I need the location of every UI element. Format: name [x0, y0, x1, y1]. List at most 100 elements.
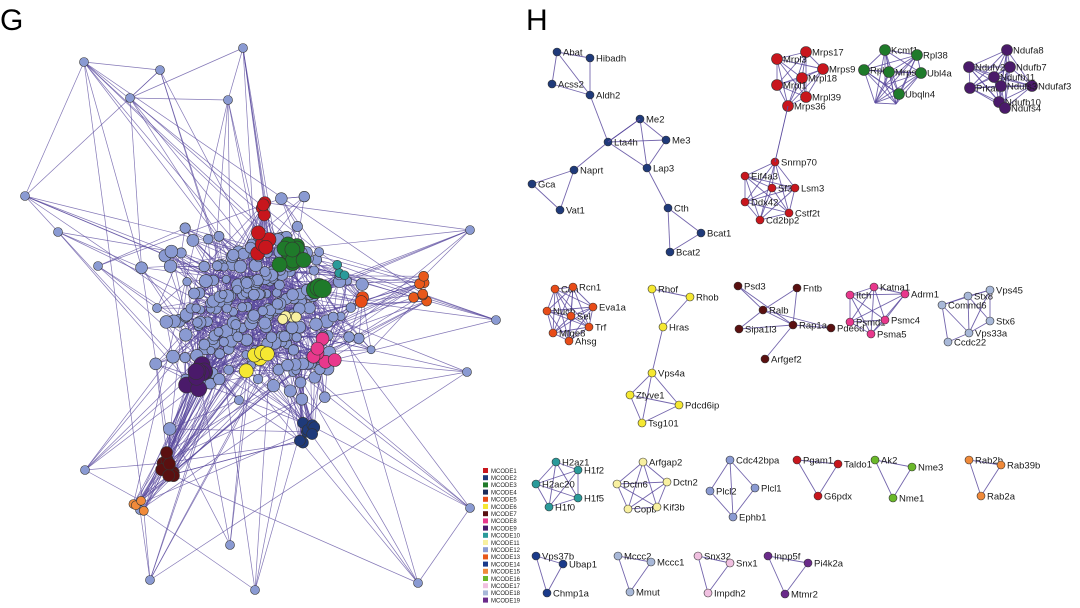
- network-node: [285, 321, 299, 335]
- network-node: [187, 363, 205, 380]
- node-label: Cd2bp2: [766, 216, 799, 227]
- network-node: [310, 341, 325, 356]
- network-node: [182, 277, 192, 287]
- network-node: [327, 353, 342, 367]
- cluster-edge: [764, 324, 794, 360]
- network-node: [163, 422, 177, 436]
- legend-swatch: [483, 532, 488, 538]
- cluster-edge: [627, 481, 668, 510]
- panel-h-letter: H: [526, 4, 548, 37]
- node-label: Bcat1: [707, 229, 731, 240]
- network-edge: [57, 231, 172, 252]
- node-label: Ndufv2: [975, 63, 1005, 74]
- node-label: Rpl: [870, 66, 884, 77]
- network-node: [247, 309, 260, 322]
- cluster-edge: [849, 294, 886, 321]
- node-label: Kif3b: [663, 503, 685, 514]
- node-label: Mrpl18: [808, 74, 837, 85]
- network-edge: [325, 319, 497, 363]
- network-edge: [156, 281, 188, 309]
- cluster-node: [685, 292, 695, 302]
- legend-label: MCODE11: [491, 541, 520, 547]
- network-edge: [84, 321, 208, 471]
- network-edge: [197, 370, 231, 546]
- network-edge: [83, 61, 142, 268]
- node-label: Lsm3: [801, 184, 824, 195]
- cluster-edge: [554, 288, 594, 308]
- cluster-node: [547, 79, 557, 89]
- cluster-node: [879, 44, 891, 56]
- network-edge: [83, 61, 423, 295]
- network-node: [294, 376, 307, 389]
- cluster-node: [784, 208, 794, 218]
- network-edge: [129, 97, 229, 101]
- cluster-edge: [759, 187, 773, 221]
- node-label: Hibadh: [596, 54, 626, 65]
- cluster-edge: [535, 483, 550, 508]
- cluster-node: [995, 80, 1007, 92]
- cluster-node: [705, 486, 715, 496]
- node-label: Pdcd6ip: [685, 401, 719, 412]
- node-label: Vps4a: [658, 369, 686, 380]
- network-edge: [314, 275, 424, 290]
- network-node: [152, 303, 162, 313]
- network-node: [290, 311, 302, 323]
- node-label: Sf3b: [778, 184, 798, 195]
- cluster-edge: [535, 469, 579, 485]
- legend-label: MCODE19: [491, 598, 521, 604]
- legend-swatch: [483, 518, 488, 524]
- network-node: [259, 266, 271, 277]
- node-label: Sel: [577, 312, 591, 323]
- network-edge: [84, 371, 197, 471]
- node-label: Lap3: [653, 164, 674, 175]
- node-label: H1f0: [555, 503, 575, 514]
- cluster-edge: [774, 161, 796, 189]
- cluster-edge: [572, 286, 594, 308]
- network-edge: [314, 377, 471, 509]
- cluster-edge: [968, 459, 1002, 466]
- cluster-edge: [980, 464, 1002, 497]
- cluster-node: [996, 460, 1006, 470]
- network-node: [306, 428, 318, 440]
- node-label: Lta4h: [614, 138, 638, 149]
- cluster-node: [758, 305, 768, 315]
- cluster-edge: [559, 169, 575, 211]
- network-node: [232, 331, 244, 343]
- network-node: [179, 328, 193, 342]
- cluster-edge: [744, 161, 776, 177]
- cluster-edge: [849, 293, 906, 296]
- legend-label: MCODE3: [491, 483, 517, 489]
- network-edge: [325, 300, 427, 363]
- cluster-node: [790, 183, 800, 193]
- cluster-edge: [767, 555, 786, 595]
- node-label: Adrm1: [911, 290, 939, 301]
- cluster-node: [531, 479, 541, 489]
- cluster-edge: [732, 487, 756, 518]
- network-edge: [209, 302, 471, 509]
- network-edge: [57, 231, 186, 380]
- node-label: Plcl2: [716, 487, 737, 498]
- cluster-edge: [551, 83, 591, 96]
- cluster-edge: [651, 288, 664, 328]
- node-label: H1f5: [584, 494, 604, 505]
- node-label: Ndufb10: [1005, 98, 1041, 109]
- cluster-edge: [873, 286, 886, 321]
- network-node: [256, 198, 270, 212]
- node-label: Mfge8: [559, 329, 585, 340]
- cluster-node: [817, 63, 829, 75]
- cluster-edge: [787, 68, 824, 107]
- cluster-edge: [642, 461, 658, 508]
- cluster-node: [740, 197, 750, 207]
- network-node: [275, 192, 288, 205]
- node-label: Itch: [856, 291, 871, 302]
- cluster-edge: [941, 304, 949, 343]
- network-node: [159, 315, 173, 329]
- node-label: Gca: [538, 180, 556, 191]
- legend-swatch: [483, 511, 488, 517]
- network-edge: [227, 47, 244, 101]
- cluster-node: [796, 72, 808, 84]
- network-node: [345, 302, 357, 313]
